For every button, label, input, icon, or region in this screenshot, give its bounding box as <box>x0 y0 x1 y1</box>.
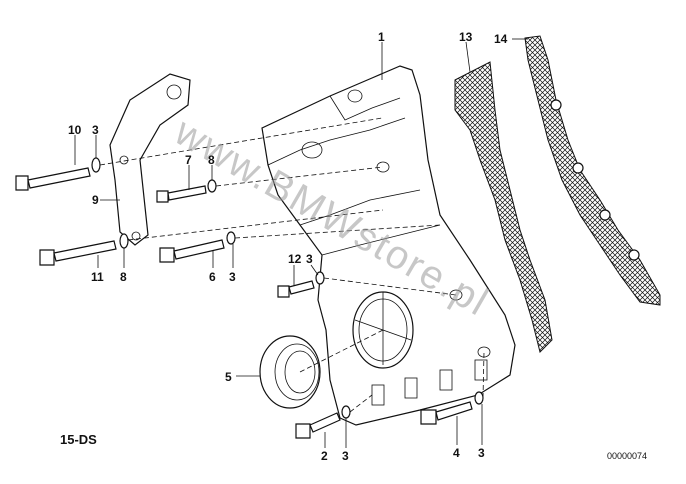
leader-lines <box>74 38 528 448</box>
assembly-lines <box>99 117 485 413</box>
washer-part-3-upper-left <box>91 157 101 173</box>
callout-11: 11 <box>91 270 104 284</box>
washer-part-3-mid <box>226 231 236 245</box>
bolt-part-11 <box>39 240 117 266</box>
document-number: 00000074 <box>607 451 647 461</box>
callout-3-small: 3 <box>306 252 313 266</box>
callout-13: 13 <box>459 30 473 44</box>
callout-7: 7 <box>185 153 192 167</box>
callout-4: 4 <box>453 446 460 460</box>
bolt-part-10 <box>15 167 91 191</box>
bolt-part-7 <box>156 185 207 203</box>
washer-part-8-lower <box>119 233 129 249</box>
bolt-part-6 <box>159 239 225 263</box>
bolt-part-4 <box>420 401 473 425</box>
callout-6: 6 <box>209 270 216 284</box>
callout-14: 14 <box>494 32 508 46</box>
callout-2: 2 <box>321 449 328 463</box>
washer-part-3-bottom-right <box>474 391 484 405</box>
callout-9: 9 <box>92 193 99 207</box>
bolt-part-12 <box>277 280 315 298</box>
callout-8-upper: 8 <box>208 153 215 167</box>
bracket-part-9 <box>109 73 191 246</box>
diagram-code: 15-DS <box>60 432 97 447</box>
callout-5: 5 <box>225 370 232 384</box>
bolt-part-2 <box>295 412 341 439</box>
callout-12: 12 <box>288 252 302 266</box>
callout-3-bottom-left: 3 <box>342 449 349 463</box>
callout-8-lower: 8 <box>120 270 127 284</box>
gasket-part-14 <box>524 35 661 306</box>
callout-3-mid: 3 <box>229 270 236 284</box>
callout-10: 10 <box>68 123 82 137</box>
callout-3-bottom-right: 3 <box>478 446 485 460</box>
washer-part-8-upper <box>207 179 217 193</box>
gasket-part-13 <box>454 61 553 353</box>
callout-1: 1 <box>378 30 385 44</box>
washer-part-3-bottom-left <box>341 405 351 419</box>
timing-cover-part-1 <box>261 65 516 426</box>
seal-ring-part-5 <box>259 335 321 409</box>
callout-3-upper-left: 3 <box>92 123 99 137</box>
